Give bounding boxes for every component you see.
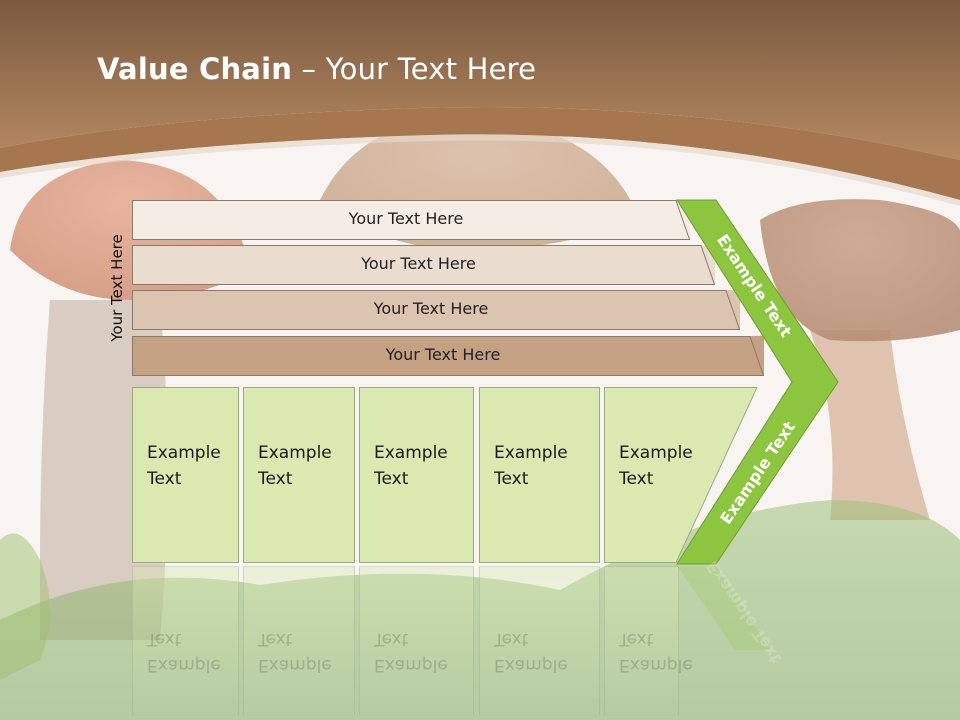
primary-column	[479, 387, 600, 563]
primary-column	[132, 387, 239, 563]
right-mushroom-cap	[760, 199, 960, 342]
primary-column-reflection	[359, 566, 474, 716]
primary-column-reflection	[132, 566, 239, 716]
support-bar	[132, 336, 764, 376]
support-bar-label: Your Text Here	[361, 254, 476, 273]
column-line-2: Text	[147, 469, 182, 489]
column-line-1: Example	[258, 443, 332, 463]
column-line-2: Text	[374, 469, 409, 489]
support-bar	[132, 200, 690, 240]
primary-column	[604, 387, 759, 563]
title-rest: – Your Text Here	[292, 52, 537, 86]
support-bar-label: Your Text Here	[385, 345, 501, 364]
primary-column	[243, 387, 355, 563]
column-line-1: Example	[494, 443, 568, 463]
column-line-2: Text	[619, 469, 654, 489]
column-line-2: Text	[494, 469, 529, 489]
arrow-reflection	[677, 566, 770, 650]
title-bold: Value Chain	[97, 52, 293, 86]
primary-column-reflection	[243, 566, 355, 716]
primary-column-reflection	[479, 566, 600, 716]
arrow-chevron	[676, 199, 839, 565]
support-bar-label: Your Text Here	[373, 299, 489, 318]
column-line-2: Text	[258, 469, 293, 489]
header-swoosh	[0, 107, 960, 200]
support-bar	[132, 245, 715, 285]
support-bar-label: Your Text Here	[348, 209, 464, 228]
primary-column	[359, 387, 474, 563]
primary-column-reflection	[604, 566, 679, 716]
support-bar	[132, 290, 740, 330]
right-mushroom-stem	[810, 330, 930, 520]
page-title: Value Chain – Your Text Here	[97, 52, 536, 86]
column-line-1: Example	[374, 443, 448, 463]
header-band	[0, 0, 960, 160]
column-line-1: Example	[147, 443, 221, 463]
column-line-1: Example	[619, 443, 693, 463]
